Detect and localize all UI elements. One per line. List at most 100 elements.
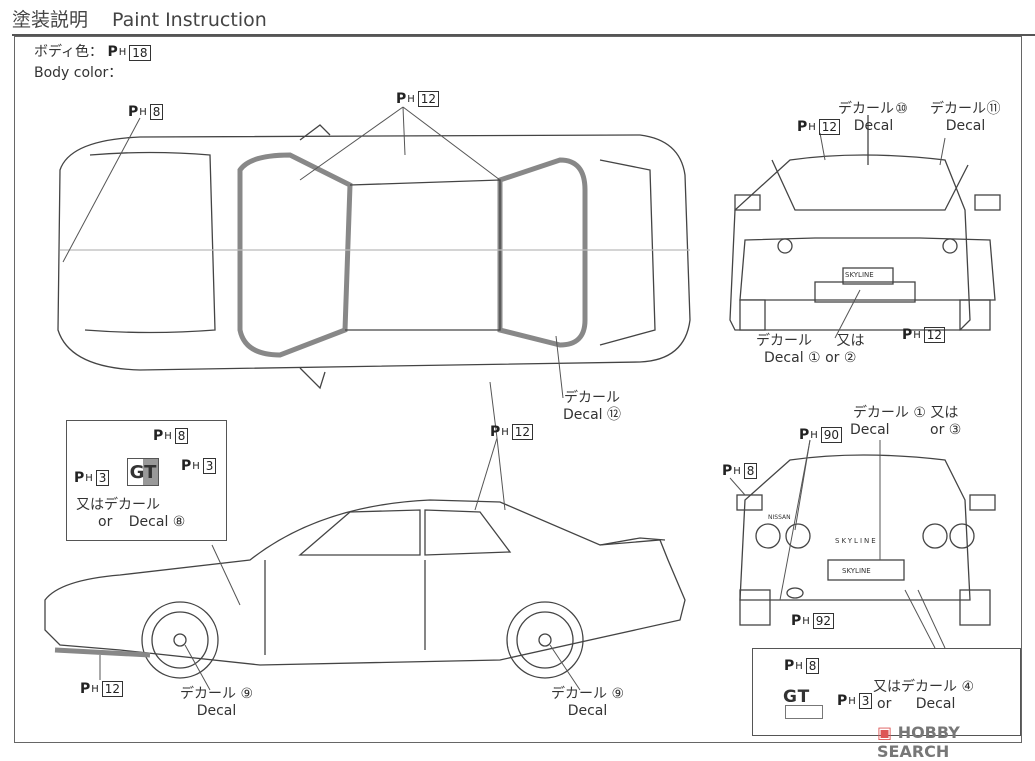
decal-jp: デカール — [551, 686, 607, 702]
decal-en: Decal — [915, 696, 956, 712]
decal-number: ① — [913, 405, 926, 421]
rear-plate: SKYLINE — [842, 567, 871, 575]
decal-jp: デカール — [756, 333, 812, 349]
side-view-car — [44, 499, 686, 679]
decal-jp: デカール — [564, 390, 620, 406]
code-number: 90 — [820, 427, 843, 443]
gt-r-emblem: GT — [783, 687, 811, 707]
code-number: 12 — [818, 119, 841, 135]
p-mark: P — [490, 424, 501, 440]
r-emblem-plate — [785, 705, 823, 719]
or-en: or — [877, 696, 892, 712]
decal-number: ④ — [961, 679, 975, 695]
or-decal-jp: 又はデカール — [76, 497, 160, 513]
code-number: 12 — [923, 327, 946, 343]
h-mark: H — [795, 660, 803, 672]
h-mark: H — [118, 47, 127, 58]
p-mark: P — [791, 613, 802, 629]
page-title: 塗装説明 Paint Instruction — [12, 5, 1035, 36]
h-mark: H — [733, 465, 741, 477]
code-number: 92 — [812, 613, 835, 629]
code-number: 8 — [743, 463, 758, 479]
p-mark: P — [799, 427, 810, 443]
front-plate: SKYLINE — [845, 271, 874, 279]
or-jp: 又は — [836, 333, 865, 349]
front-view-car — [729, 115, 1001, 331]
p-mark: P — [128, 104, 139, 120]
code-number: 8 — [149, 104, 164, 120]
watermark: ▣ HOBBY SEARCH — [877, 723, 1035, 761]
decal-number: ① — [808, 350, 821, 366]
p-mark: P — [784, 658, 795, 674]
h-mark: H — [407, 93, 415, 105]
p-mark: P — [153, 428, 164, 444]
p-mark: P — [902, 327, 913, 343]
decal-number: ⑧ — [172, 514, 186, 530]
title-jp: 塗装説明 — [12, 9, 89, 31]
gt-emblem: GT — [127, 458, 159, 486]
or-jp: 又は — [930, 405, 959, 421]
nissan-badge: NISSAN — [768, 514, 791, 521]
code-number: 8 — [174, 428, 189, 444]
decal-number: ③ — [948, 422, 962, 438]
or-en: or — [825, 350, 840, 366]
decal-1-or-2: デカール 又は Decal ① or ② — [756, 333, 864, 367]
p-mark: P — [722, 463, 733, 479]
code-number: 3 — [858, 693, 873, 709]
p-mark: P — [797, 119, 808, 135]
decal-en: Decal — [563, 407, 603, 423]
decal-en: Decal — [850, 422, 890, 438]
decal-number: ⑨ — [611, 686, 625, 702]
decal-en: Decal — [764, 350, 804, 366]
h-mark: H — [91, 683, 99, 695]
h-mark: H — [85, 472, 93, 484]
p-mark: P — [181, 458, 192, 474]
instruction-frame — [14, 36, 1022, 743]
h-mark: H — [848, 695, 856, 707]
decal-en: Decal — [567, 703, 608, 719]
decal-number: ⑫ — [607, 407, 622, 423]
or-en: or — [98, 514, 113, 530]
or-decal-4: 又はデカール ④ or Decal — [873, 679, 974, 713]
title-en: Paint Instruction — [112, 9, 267, 31]
decal-en: Decal — [128, 514, 169, 530]
p-mark: P — [80, 681, 91, 697]
decal-en: Decal — [853, 118, 894, 134]
h-mark: H — [913, 329, 921, 341]
decal-number: ⑩ — [895, 100, 908, 117]
p-mark: P — [837, 693, 848, 709]
p-mark: P — [396, 91, 407, 107]
decal-jp: デカール — [838, 101, 894, 117]
or-decal-jp: 又はデカール — [873, 679, 957, 695]
decal-number: ② — [843, 350, 857, 366]
decal-jp: デカール — [930, 101, 986, 117]
or-en: or — [930, 422, 945, 438]
code-number: 12 — [511, 424, 534, 440]
p-mark: P — [107, 44, 118, 60]
h-mark: H — [810, 429, 818, 441]
decal-number: ⑨ — [240, 686, 254, 702]
body-color-label-jp: ボディ色： — [34, 44, 104, 60]
code-number: 8 — [805, 658, 820, 674]
top-view-car — [57, 124, 691, 390]
